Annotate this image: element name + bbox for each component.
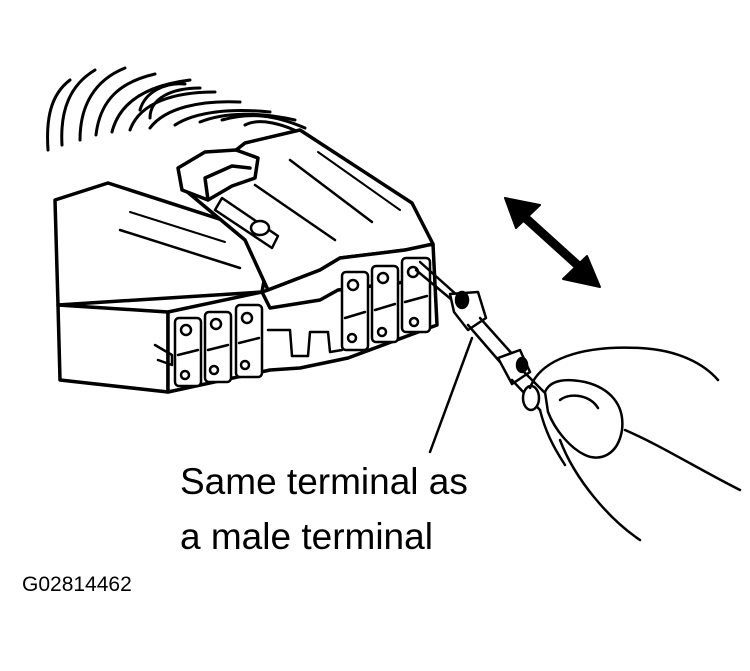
locking-tab (176, 148, 260, 202)
figure-id: G02814462 (22, 573, 132, 596)
callout-line-2: a male terminal (180, 516, 433, 557)
hand (528, 346, 742, 542)
connector-housing (53, 128, 439, 394)
wire-harness (46, 66, 312, 152)
callout-leader-line (428, 336, 474, 454)
test-probe (414, 260, 554, 412)
callout-line-1: Same terminal as (180, 461, 468, 502)
double-headed-arrow-icon (504, 197, 601, 288)
